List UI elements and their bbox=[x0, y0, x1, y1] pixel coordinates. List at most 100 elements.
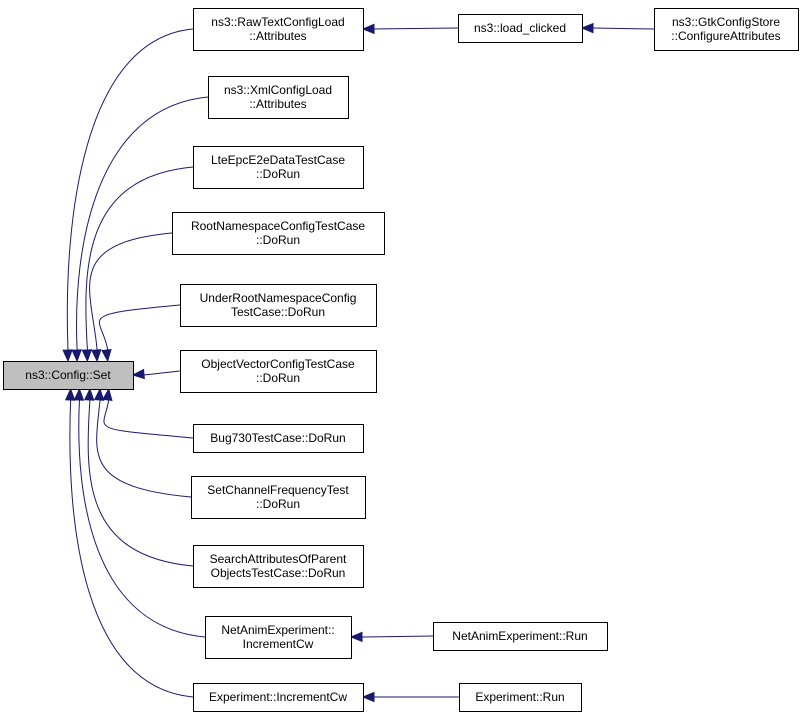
edges-layer bbox=[62, 22, 655, 703]
edge-line bbox=[98, 304, 181, 351]
edge-line bbox=[143, 370, 181, 376]
node-label: ns3::XmlConfigLoad bbox=[224, 83, 332, 97]
edge-line bbox=[361, 635, 434, 638]
edge-netanim-incrementcw-to-config-set bbox=[73, 387, 206, 638]
node-label: ns3::load_clicked bbox=[474, 21, 566, 35]
node-label: ::DoRun bbox=[256, 497, 300, 511]
arrowhead bbox=[580, 22, 594, 34]
arrowhead bbox=[349, 631, 363, 643]
node-searchattr-dorun[interactable]: SearchAttributesOfParentObjectsTestCase:… bbox=[193, 545, 364, 588]
edge-line bbox=[69, 399, 194, 698]
arrowhead bbox=[84, 387, 95, 401]
edge-experiment-run-to-experiment-incrementcw bbox=[361, 691, 459, 703]
node-label: UnderRootNamespaceConfig bbox=[200, 291, 357, 305]
edge-line bbox=[87, 399, 194, 567]
edge-line bbox=[373, 27, 459, 30]
node-label: Experiment::Run bbox=[475, 690, 564, 704]
node-label: ::DoRun bbox=[256, 233, 300, 247]
edge-rootns-dorun-to-config-set bbox=[89, 232, 173, 363]
arrowhead bbox=[73, 387, 85, 401]
node-bug730-dorun[interactable]: Bug730TestCase::DoRun bbox=[193, 424, 364, 453]
arrowhead bbox=[71, 349, 82, 363]
node-box bbox=[193, 146, 364, 189]
node-box bbox=[208, 76, 349, 119]
arrowhead bbox=[361, 691, 375, 703]
node-label: ::DoRun bbox=[256, 167, 300, 181]
node-netanim-run[interactable]: NetAnimExperiment::Run bbox=[433, 622, 608, 651]
edge-setchannel-dorun-to-config-set bbox=[93, 387, 192, 498]
node-box bbox=[191, 476, 366, 519]
arrowhead bbox=[102, 387, 113, 402]
node-box bbox=[654, 8, 799, 51]
node-label: ::ConfigureAttributes bbox=[671, 29, 780, 43]
node-objvector-dorun[interactable]: ObjectVectorConfigTestCase::DoRun bbox=[180, 350, 377, 393]
node-label: SearchAttributesOfParent bbox=[210, 552, 347, 566]
node-label: ::DoRun bbox=[256, 371, 300, 385]
node-box bbox=[458, 14, 583, 43]
node-label: LteEpcE2eDataTestCase bbox=[211, 153, 345, 167]
arrowhead bbox=[62, 349, 73, 363]
edge-objvector-dorun-to-config-set bbox=[131, 368, 181, 380]
node-box bbox=[172, 212, 385, 255]
edge-xml-attributes-to-config-set bbox=[71, 96, 209, 363]
node-xml-attributes[interactable]: ns3::XmlConfigLoad::Attributes bbox=[208, 76, 349, 119]
node-config-set[interactable]: ns3::Config::Set bbox=[3, 361, 134, 390]
node-label: ObjectVectorConfigTestCase bbox=[201, 357, 355, 371]
node-box bbox=[193, 424, 364, 453]
node-label: SetChannelFrequencyTest bbox=[207, 483, 349, 497]
edge-netanim-run-to-netanim-incrementcw bbox=[349, 631, 434, 643]
node-gtk-configure-attributes[interactable]: ns3::GtkConfigStore::ConfigureAttributes bbox=[654, 8, 799, 51]
node-load-clicked[interactable]: ns3::load_clicked bbox=[458, 14, 583, 43]
node-box bbox=[205, 616, 352, 659]
edge-load-clicked-to-rawtext-attributes bbox=[361, 23, 459, 35]
edge-line bbox=[85, 166, 194, 351]
node-label: ::Attributes bbox=[249, 97, 306, 111]
node-label: Experiment::IncrementCw bbox=[209, 690, 347, 704]
edge-searchattr-dorun-to-config-set bbox=[84, 387, 194, 567]
node-box bbox=[193, 683, 364, 712]
edge-line bbox=[103, 399, 194, 439]
edge-lteepc-dorun-to-config-set bbox=[81, 166, 194, 363]
node-label: ::Attributes bbox=[249, 29, 306, 43]
node-label: ns3::Config::Set bbox=[25, 368, 111, 382]
node-box bbox=[3, 361, 134, 390]
node-rootns-dorun[interactable]: RootNamespaceConfigTestCase::DoRun bbox=[172, 212, 385, 255]
arrowhead bbox=[64, 387, 76, 401]
node-box bbox=[193, 8, 364, 51]
edge-rawtext-attributes-to-config-set bbox=[62, 28, 194, 363]
nodes-layer: ns3::Config::Set ns3::RawTextConfigLoad::… bbox=[3, 8, 799, 712]
node-label: ns3::GtkConfigStore bbox=[672, 15, 780, 29]
edge-experiment-incrementcw-to-config-set bbox=[64, 387, 194, 698]
edge-underroot-dorun-to-config-set bbox=[98, 304, 181, 363]
edge-line bbox=[76, 96, 209, 351]
node-label: RootNamespaceConfigTestCase bbox=[191, 219, 365, 233]
node-label: ns3::RawTextConfigLoad bbox=[211, 15, 344, 29]
node-box bbox=[180, 284, 377, 327]
arrowhead bbox=[81, 349, 93, 363]
node-setchannel-dorun[interactable]: SetChannelFrequencyTest::DoRun bbox=[191, 476, 366, 519]
node-label: NetAnimExperiment:: bbox=[221, 623, 334, 637]
node-box bbox=[193, 545, 364, 588]
node-label: ObjectsTestCase::DoRun bbox=[211, 566, 346, 580]
node-experiment-run[interactable]: Experiment::Run bbox=[459, 683, 582, 712]
node-experiment-incrementcw[interactable]: Experiment::IncrementCw bbox=[193, 683, 364, 712]
node-label: IncrementCw bbox=[243, 637, 314, 651]
edge-line bbox=[78, 399, 206, 638]
arrowhead bbox=[361, 23, 375, 35]
arrowhead bbox=[91, 349, 102, 363]
edge-line bbox=[96, 399, 192, 498]
node-box bbox=[433, 622, 608, 651]
node-netanim-incrementcw[interactable]: NetAnimExperiment::IncrementCw bbox=[205, 616, 352, 659]
node-lteepc-dorun[interactable]: LteEpcE2eDataTestCase::DoRun bbox=[193, 146, 364, 189]
arrowhead bbox=[93, 387, 105, 401]
arrowhead bbox=[131, 368, 145, 380]
edge-line bbox=[89, 232, 173, 351]
edge-line bbox=[592, 27, 655, 30]
node-label: TestCase::DoRun bbox=[231, 305, 325, 319]
node-label: NetAnimExperiment::Run bbox=[452, 629, 587, 643]
arrowhead bbox=[101, 348, 112, 363]
edge-gtk-configure-attributes-to-load-clicked bbox=[580, 22, 655, 34]
node-rawtext-attributes[interactable]: ns3::RawTextConfigLoad::Attributes bbox=[193, 8, 364, 51]
